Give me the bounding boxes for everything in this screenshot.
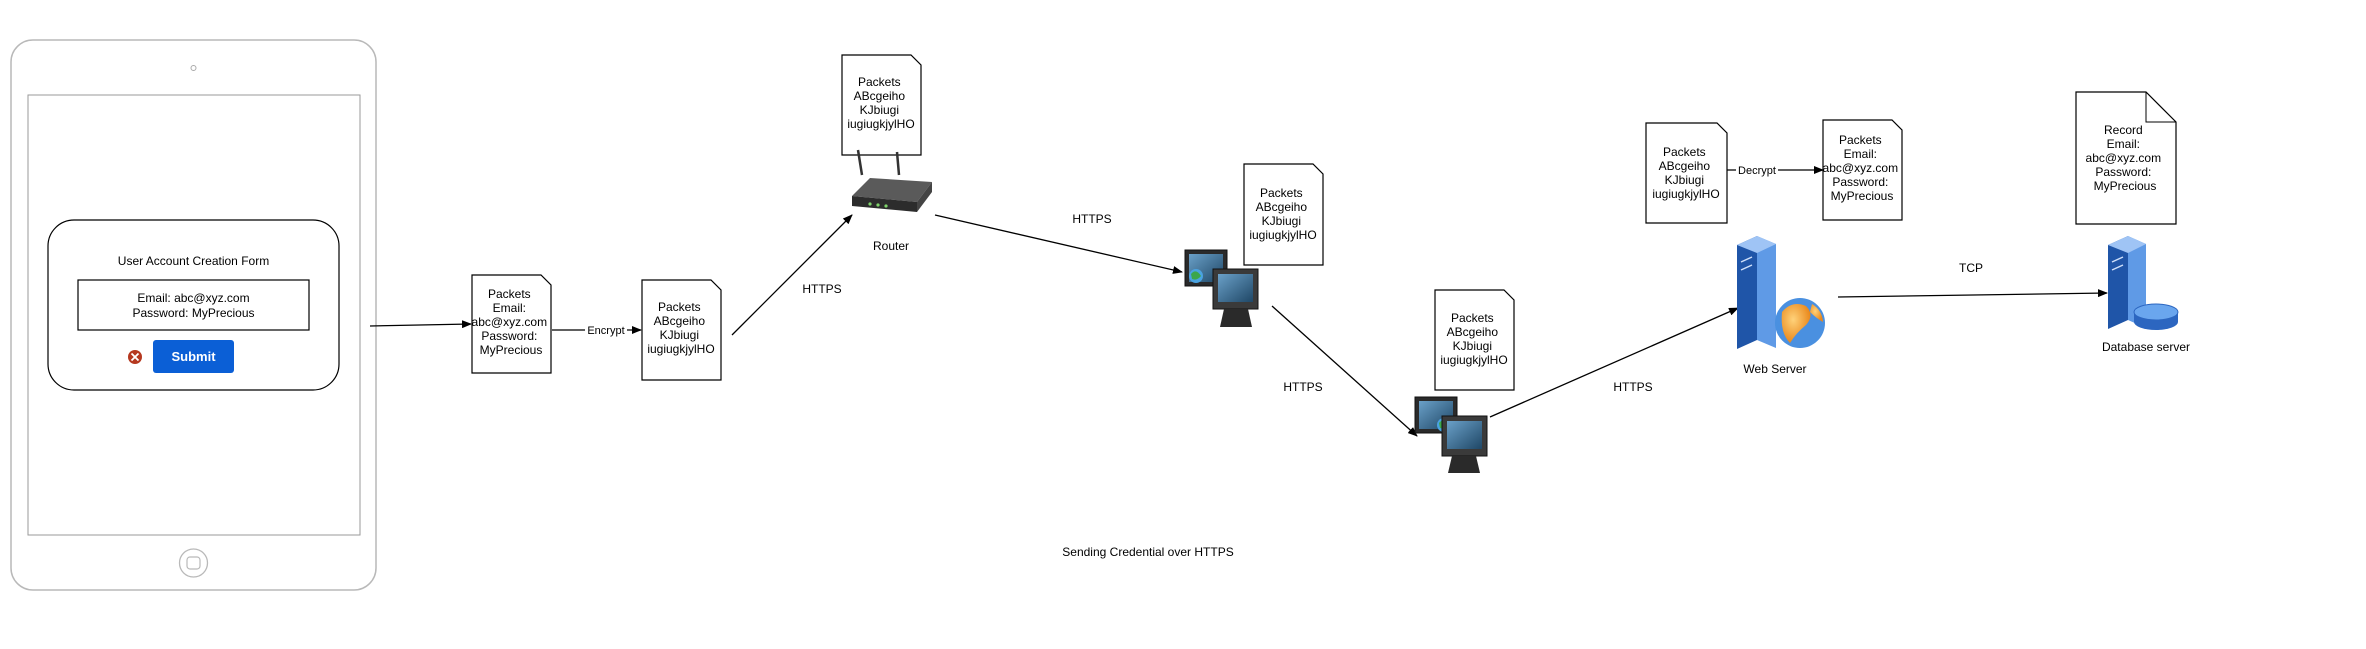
doc-line: Email: xyxy=(493,301,526,315)
doc-line: abc@xyz.com xyxy=(2086,151,2162,165)
edge-labels: Encrypt HTTPS HTTPS HTTPS HTTPS Decrypt … xyxy=(585,163,1983,394)
home-square-icon xyxy=(186,556,201,570)
svg-text:Packets ABcgeiho K: Packets ABcgeiho KJbiugi iugiugkjylHO xyxy=(1440,311,1507,367)
submit-label: Submit xyxy=(171,349,216,364)
doc-line: Packets xyxy=(858,75,901,89)
form-to-packet-edge xyxy=(369,320,472,329)
email-value: Email: abc@xyz.com xyxy=(137,291,249,305)
web-server-label: Web Server xyxy=(1743,362,1806,376)
doc-line: Packets xyxy=(658,300,701,314)
doc-record: Record Email: abc@xyz.com Password: MyPr… xyxy=(2075,91,2177,225)
doc-line: Packets xyxy=(488,287,531,301)
tcp-label: TCP xyxy=(1959,261,1983,275)
svg-text:Packets Email: abc: Packets Email: abc@xyz.com Password: MyP… xyxy=(1823,133,1902,203)
doc-line: Packets xyxy=(1260,186,1303,200)
doc-line: ABcgeiho xyxy=(854,89,906,103)
doc-line: KJbiugi xyxy=(1262,214,1301,228)
https-edge-1 xyxy=(731,214,853,336)
database-server-icon xyxy=(2108,236,2179,330)
form-title: User Account Creation Form xyxy=(118,254,269,268)
doc-decrypted-packet: Packets Email: abc@xyz.com Password: MyP… xyxy=(1822,119,1903,221)
cancel-icon[interactable] xyxy=(128,350,142,364)
doc-line: MyPrecious xyxy=(2094,179,2157,193)
https-label-3: HTTPS xyxy=(1283,380,1322,394)
tablet-camera xyxy=(190,65,197,71)
account-form: User Account Creation Form Email: abc@xy… xyxy=(47,219,340,391)
doc-line: ABcgeiho xyxy=(1659,159,1711,173)
tablet-home-button[interactable] xyxy=(178,548,209,578)
doc-line: iugiugkjylHO xyxy=(647,342,714,356)
doc-line: Password: xyxy=(481,329,537,343)
doc-line: Packets xyxy=(1839,133,1882,147)
svg-text:Packets ABcgeiho K: Packets ABcgeiho KJbiugi iugiugkjylHO xyxy=(1652,145,1719,201)
workstation-2-icon xyxy=(1414,396,1488,473)
doc-line: KJbiugi xyxy=(1665,173,1704,187)
svg-text:Packets ABcgeiho K: Packets ABcgeiho KJbiugi iugiugkjylHO xyxy=(847,75,914,131)
submit-button[interactable]: Submit xyxy=(153,340,234,373)
doc-line: ABcgeiho xyxy=(1256,200,1308,214)
doc-line: Record xyxy=(2104,123,2143,137)
doc-encrypted-packet-3: Packets ABcgeiho KJbiugi iugiugkjylHO xyxy=(1243,163,1324,266)
doc-line: KJbiugi xyxy=(1453,339,1492,353)
encrypt-label: Encrypt xyxy=(587,325,624,337)
doc-encrypted-packet-4: Packets ABcgeiho KJbiugi iugiugkjylHO xyxy=(1434,289,1515,391)
doc-line: KJbiugi xyxy=(660,328,699,342)
tcp-edge xyxy=(1837,289,2108,298)
diagram-caption: Sending Credential over HTTPS xyxy=(1062,545,1233,559)
router-label: Router xyxy=(873,239,909,253)
doc-line: Packets xyxy=(1663,145,1706,159)
doc-line: Password: xyxy=(1832,175,1888,189)
doc-line: ABcgeiho xyxy=(654,314,706,328)
doc-line: iugiugkjylHO xyxy=(847,117,914,131)
svg-text:Record Email: abc@: Record Email: abc@xyz.com Password: MyPr… xyxy=(2086,123,2165,193)
doc-plain-packet: Packets Email: abc@xyz.com Password: MyP… xyxy=(471,274,552,374)
web-server-icon xyxy=(1737,236,1825,349)
doc-encrypted-packet-5: Packets ABcgeiho KJbiugi iugiugkjylHO xyxy=(1645,122,1728,224)
doc-line: iugiugkjylHO xyxy=(1440,353,1507,367)
doc-line: Packets xyxy=(1451,311,1494,325)
doc-line: KJbiugi xyxy=(860,103,899,117)
database-server-label: Database server xyxy=(2102,340,2190,354)
https-edge-3 xyxy=(1271,305,1418,437)
doc-line: MyPrecious xyxy=(480,343,543,357)
doc-line: ABcgeiho xyxy=(1447,325,1499,339)
password-value: Password: MyPrecious xyxy=(132,306,254,320)
doc-encrypted-packet-2: Packets ABcgeiho KJbiugi iugiugkjylHO xyxy=(841,54,922,156)
workstation-1-icon xyxy=(1184,249,1259,327)
router-icon xyxy=(852,149,932,212)
https-edge-2 xyxy=(934,214,1183,274)
svg-text:Packets ABcgeiho K: Packets ABcgeiho KJbiugi iugiugkjylHO xyxy=(647,300,714,356)
doc-encrypted-packet-1: Packets ABcgeiho KJbiugi iugiugkjylHO xyxy=(641,279,722,381)
doc-line: MyPrecious xyxy=(1831,189,1894,203)
https-label-4: HTTPS xyxy=(1613,380,1652,394)
decrypt-label: Decrypt xyxy=(1738,165,1776,177)
https-label-1: HTTPS xyxy=(802,282,841,296)
doc-line: abc@xyz.com xyxy=(1823,161,1899,175)
doc-line: Password: xyxy=(2095,165,2151,179)
doc-line: abc@xyz.com xyxy=(472,315,548,329)
svg-text:Packets Email: abc: Packets Email: abc@xyz.com Password: MyP… xyxy=(472,287,551,357)
credentials-field[interactable] xyxy=(77,279,310,331)
https-label-2: HTTPS xyxy=(1072,212,1111,226)
doc-line: iugiugkjylHO xyxy=(1249,228,1316,242)
doc-line: Email: xyxy=(2107,137,2140,151)
doc-line: iugiugkjylHO xyxy=(1652,187,1719,201)
https-edge-4 xyxy=(1489,307,1739,418)
svg-text:Packets ABcgeiho K: Packets ABcgeiho KJbiugi iugiugkjylHO xyxy=(1249,186,1316,242)
doc-line: Email: xyxy=(1844,147,1877,161)
